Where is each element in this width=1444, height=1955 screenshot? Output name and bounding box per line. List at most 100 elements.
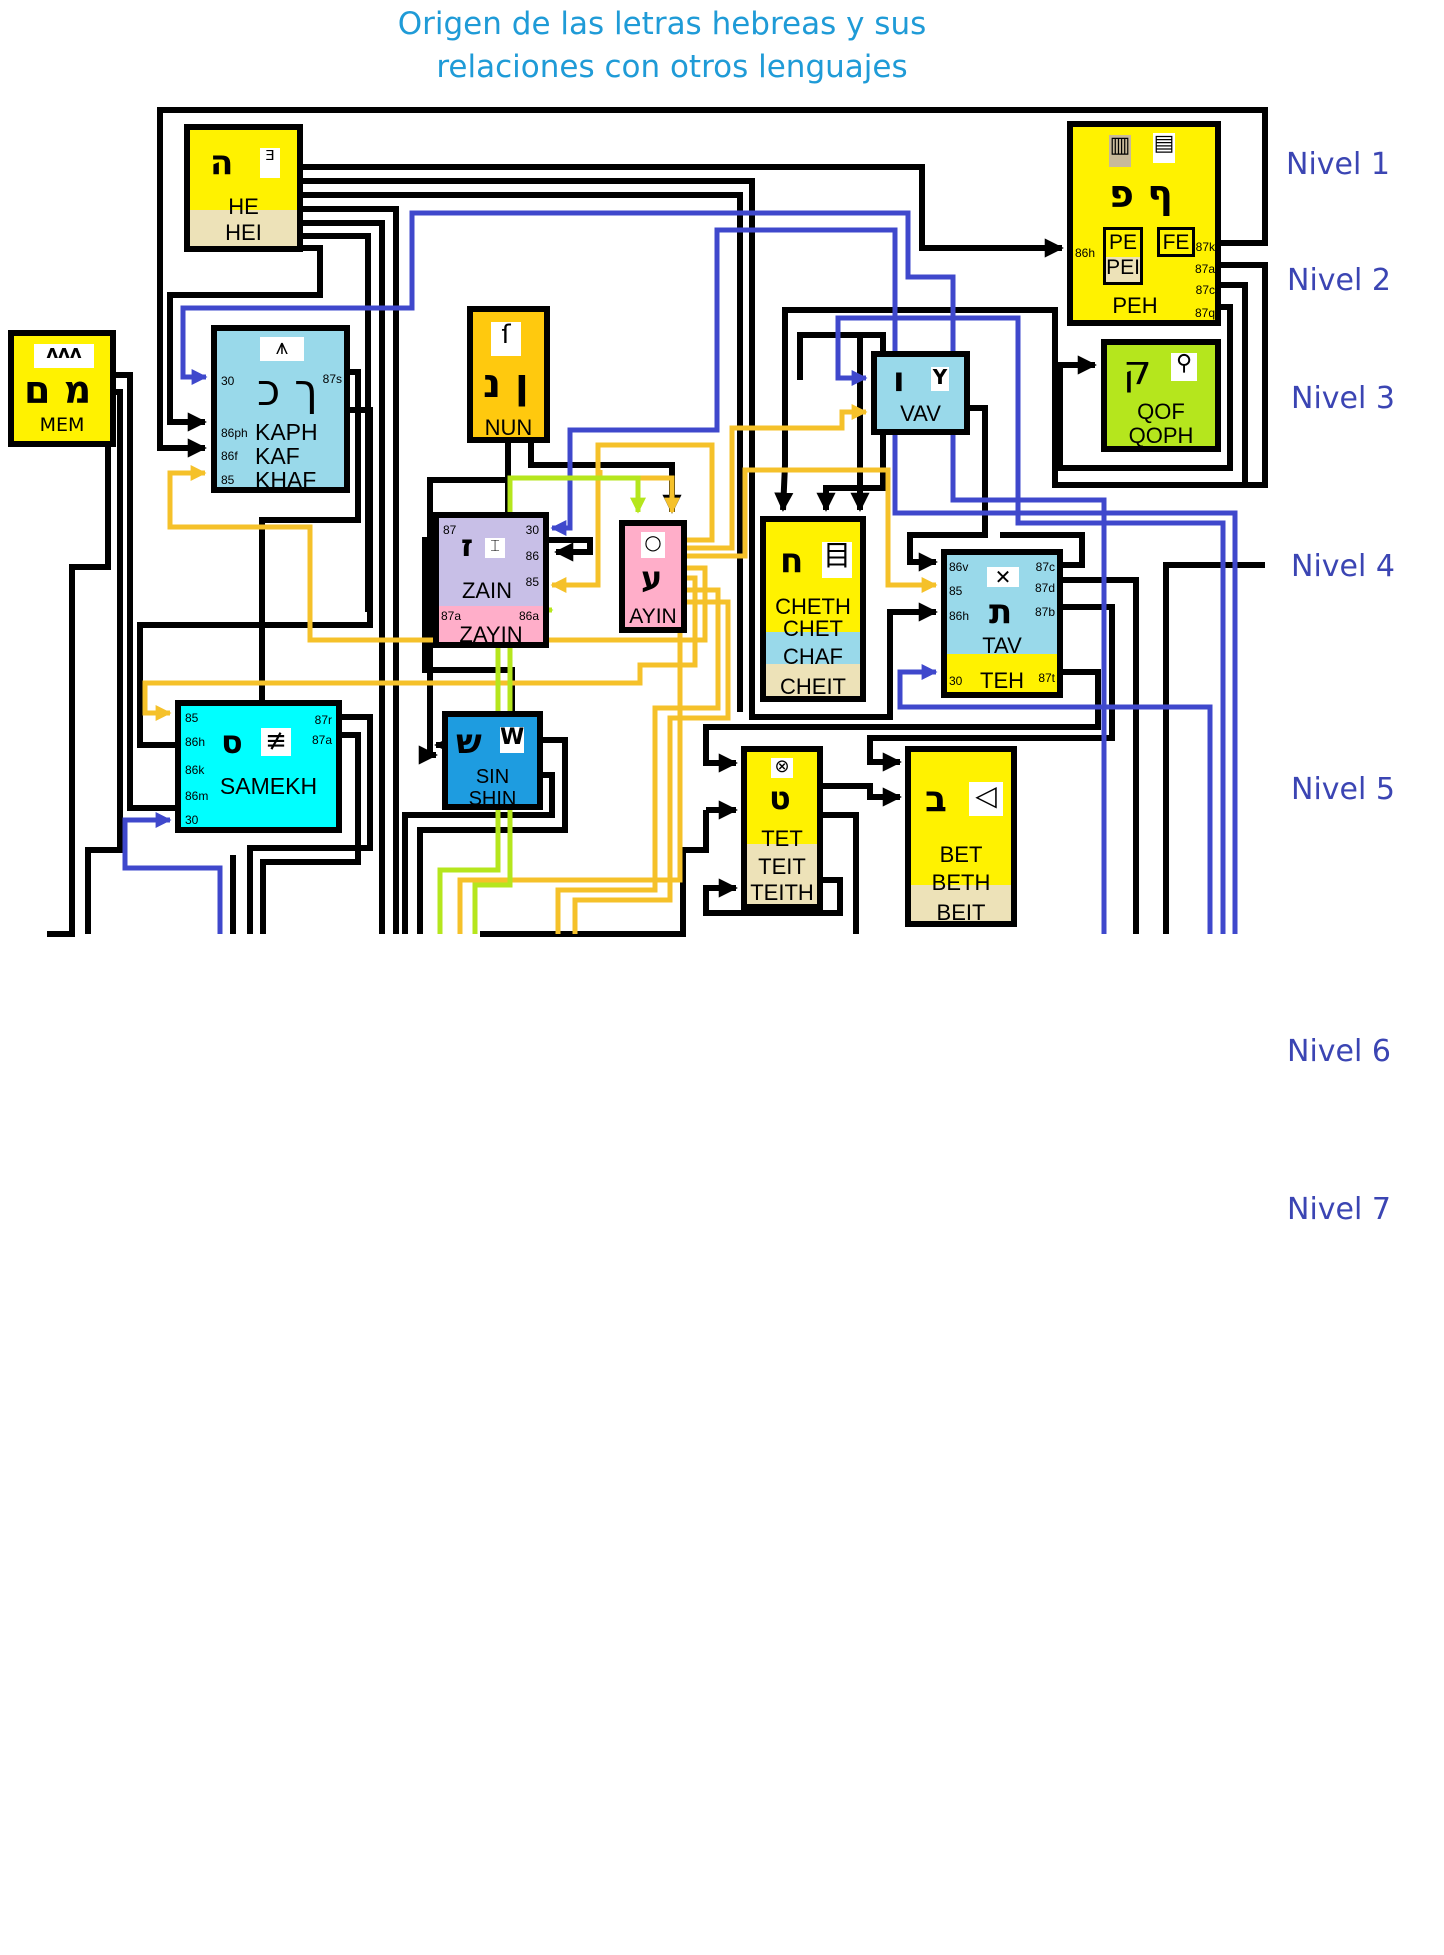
letter-name: CHEIT bbox=[780, 674, 846, 699]
port-label: 30 bbox=[185, 813, 199, 827]
pictogram-icon: ⊗ bbox=[771, 758, 793, 778]
letter-box-peh[interactable]: ▥ ▤ ף פ 86h PE PEI FE 87k 87a 87c 87q PE… bbox=[1067, 121, 1221, 326]
pictogram-icon: ≢ bbox=[261, 728, 291, 756]
pictogram-icon: W bbox=[500, 727, 524, 753]
letter-box-cheth[interactable]: ח 目 CHETH CHET CHAF CHEIT bbox=[760, 516, 866, 702]
wire bbox=[1062, 577, 1139, 934]
letter-box-samekh[interactable]: 85 86h 86k 86m 30 87r 87a ס ≢ SAMEKH bbox=[175, 700, 342, 833]
letter-name: KAPH bbox=[255, 419, 318, 445]
wire bbox=[907, 405, 988, 572]
letter-name: VAV bbox=[900, 401, 941, 426]
letter-name: BETH bbox=[931, 870, 991, 895]
letter-name: BET bbox=[939, 842, 983, 867]
port-label: 86k bbox=[185, 763, 205, 777]
letter-name: QOF bbox=[1137, 399, 1185, 424]
pictogram-icon: 目 bbox=[822, 542, 852, 578]
letter-name: SAMEKH bbox=[219, 773, 318, 799]
hebrew-letter: ף פ bbox=[1109, 172, 1173, 216]
wire bbox=[1057, 304, 1233, 471]
letter-box-tav[interactable]: 86v 85 86h 87c 87d 87b 30 87t ✕ ת TAV TE… bbox=[941, 549, 1063, 698]
letter-box-mem[interactable]: ʌʌʌ מ ם MEM bbox=[8, 330, 116, 447]
wire-blue bbox=[122, 811, 223, 934]
letter-name: PEI bbox=[1106, 256, 1140, 279]
pictogram-icon: Y bbox=[931, 365, 949, 391]
level-label-4: Nivel 4 bbox=[1291, 549, 1395, 584]
port-label: 87 bbox=[443, 523, 457, 537]
letter-name: KAF bbox=[255, 443, 300, 469]
wire bbox=[1220, 282, 1248, 485]
letter-box-kaph[interactable]: ⩚ ך כ 30 87s 86ph 86f 85 KAPH KAF KHAF bbox=[211, 325, 350, 493]
level-label-1: Nivel 1 bbox=[1286, 147, 1390, 182]
hebrew-letter: ק bbox=[1123, 348, 1152, 394]
wire bbox=[302, 164, 1064, 258]
wire-orange bbox=[555, 587, 721, 934]
wire bbox=[1000, 532, 1085, 568]
port-label: 87b bbox=[1034, 605, 1055, 619]
letter-name: SIN bbox=[475, 766, 510, 788]
pictogram-icon: ⩚ bbox=[260, 337, 304, 361]
wire-orange bbox=[550, 442, 715, 594]
wire-blue bbox=[835, 315, 1226, 934]
letter-box-bet[interactable]: ב ◁ BET BETH BEIT bbox=[905, 746, 1017, 927]
port-label: 87k bbox=[1195, 240, 1215, 254]
pictogram-icon: ○ bbox=[641, 532, 665, 558]
level-label-6: Nivel 6 bbox=[1287, 1034, 1391, 1069]
port-label: 87s bbox=[322, 372, 342, 386]
letter-box-zain[interactable]: 87 30 86 85 87a 86a ז ⌶ ZAIN ZAYIN bbox=[433, 512, 549, 648]
hebrew-letter: ח bbox=[780, 541, 804, 581]
hebrew-letter: ב bbox=[925, 779, 947, 820]
port-label: 30 bbox=[949, 674, 963, 688]
level-label-7: Nivel 7 bbox=[1287, 1192, 1391, 1227]
wire-green bbox=[472, 475, 647, 934]
pictogram-icon: ◁ bbox=[969, 782, 1003, 816]
hebrew-letter: ך כ bbox=[257, 365, 318, 416]
wire bbox=[137, 407, 373, 755]
letter-box-sin[interactable]: ש W SIN SHIN bbox=[442, 711, 543, 810]
port-label: 85 bbox=[949, 584, 963, 598]
letter-box-tet[interactable]: ⊗ ט TET TEIT TEITH bbox=[741, 746, 823, 910]
wire-outer-frame bbox=[157, 107, 1268, 458]
letter-name: ZAIN bbox=[461, 578, 513, 603]
letter-name: ZAYIN bbox=[459, 622, 523, 647]
port-label: 86a bbox=[518, 609, 539, 623]
port-label: 86h bbox=[185, 735, 206, 749]
wire-orange bbox=[686, 467, 938, 594]
letter-name: CHETH bbox=[775, 594, 851, 619]
port-label: 87a bbox=[441, 609, 462, 623]
letter-name: HE bbox=[228, 194, 259, 219]
diagram-title-line1: Origen de las letras hebreas y sus bbox=[397, 6, 927, 42]
hebrew-letter: ו bbox=[893, 360, 905, 400]
wire-orange bbox=[142, 575, 698, 722]
hebrew-letter: ש bbox=[456, 722, 482, 762]
wire bbox=[703, 877, 843, 916]
letter-name: BEIT bbox=[936, 900, 986, 925]
hebrew-letter: ה bbox=[210, 143, 234, 183]
letter-name: TET bbox=[761, 826, 803, 851]
letter-box-qof[interactable]: ק ⚲ QOF QOPH bbox=[1101, 339, 1221, 452]
wire bbox=[302, 206, 399, 934]
name-box-pe: PE PEI bbox=[1103, 227, 1143, 285]
letter-name: TEITH bbox=[750, 880, 814, 905]
hebrew-letter: ע bbox=[641, 559, 663, 597]
name-box-fe: FE bbox=[1157, 227, 1195, 257]
wire bbox=[47, 409, 115, 937]
hebrew-letter: ט bbox=[769, 779, 791, 817]
diagram-title-line2: relaciones con otros lenguajes bbox=[436, 49, 908, 85]
letter-name: CHET bbox=[783, 616, 843, 641]
wire bbox=[85, 389, 123, 934]
letter-box-ayin[interactable]: ○ ע AYIN bbox=[619, 520, 687, 633]
letter-name: NUN bbox=[484, 415, 533, 440]
wire bbox=[822, 812, 859, 934]
hebrew-letter: ן נ bbox=[483, 361, 529, 407]
wire-blue bbox=[550, 227, 1238, 934]
wire bbox=[703, 669, 1101, 773]
pictogram-icon: ▤ bbox=[1153, 133, 1175, 163]
wire bbox=[822, 783, 902, 807]
hebrew-letter: ס bbox=[221, 723, 243, 761]
letter-box-nun[interactable]: ſ ן נ NUN bbox=[467, 306, 550, 443]
letter-box-he[interactable]: ה ᴲ HE HEI bbox=[184, 124, 303, 252]
letter-box-vav[interactable]: ו Y VAV bbox=[871, 351, 970, 435]
wire-orange bbox=[167, 464, 708, 643]
wire-orange bbox=[572, 599, 731, 934]
